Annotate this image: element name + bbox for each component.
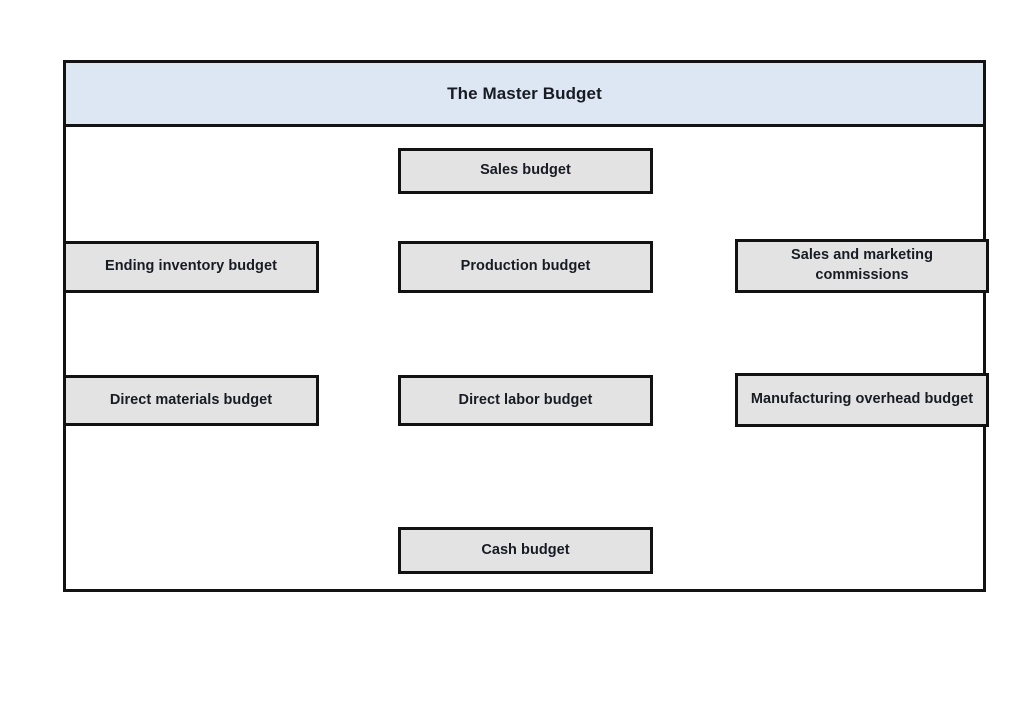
node-direct-materials-budget[interactable]: Direct materials budget	[63, 375, 319, 426]
node-cash-budget[interactable]: Cash budget	[398, 527, 653, 574]
node-label-production-budget: Production budget	[460, 258, 591, 275]
node-label-manufacturing-overhead-budget: Manufacturing overhead budget	[750, 391, 974, 408]
master-budget-diagram-frame: The Master Budget Sales budget Ending in…	[63, 60, 989, 592]
node-label-sales-budget: Sales budget	[480, 162, 571, 179]
diagram-title: The Master Budget	[447, 83, 602, 103]
node-sales-and-marketing-commissions[interactable]: Sales and marketing commissions	[735, 239, 989, 293]
node-label-direct-labor-budget: Direct labor budget	[458, 391, 593, 408]
node-label-ending-inventory-budget: Ending inventory budget	[105, 258, 277, 275]
node-ending-inventory-budget[interactable]: Ending inventory budget	[63, 241, 319, 293]
node-label-cash-budget: Cash budget	[481, 541, 570, 558]
node-sales-budget[interactable]: Sales budget	[398, 148, 653, 194]
node-production-budget[interactable]: Production budget	[398, 241, 653, 293]
diagram-title-band: The Master Budget	[66, 63, 983, 127]
node-manufacturing-overhead-budget[interactable]: Manufacturing overhead budget	[735, 373, 989, 427]
node-label-direct-materials-budget: Direct materials budget	[109, 391, 273, 408]
node-direct-labor-budget[interactable]: Direct labor budget	[398, 375, 653, 426]
node-label-sales-and-marketing-commissions: Sales and marketing commissions	[791, 247, 933, 283]
